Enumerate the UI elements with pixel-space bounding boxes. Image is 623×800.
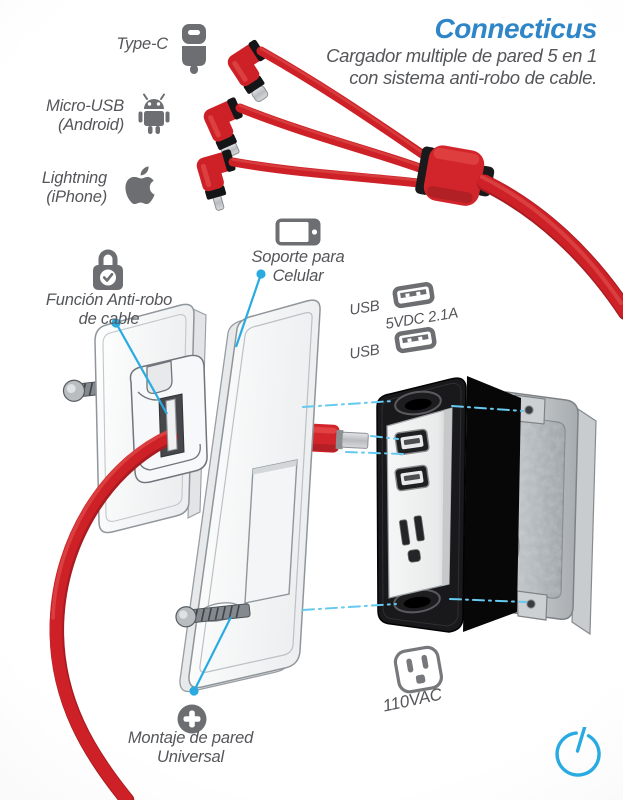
plus-circle-icon — [176, 703, 208, 735]
tagline-line2: con sistema anti-robo de cable. — [349, 67, 597, 88]
usb-port-b — [394, 464, 430, 492]
box-screw-hole-bottom — [526, 599, 536, 609]
outlet-module — [376, 376, 521, 633]
usb-a-port-icon — [391, 280, 436, 309]
leader-dot — [189, 686, 199, 696]
anti-theft-label: Función Anti-robo de cable — [45, 291, 173, 328]
alignment-lines — [302, 400, 527, 611]
plate-cutout — [244, 459, 298, 604]
leader-dot — [256, 269, 266, 279]
mounting-slot-top — [394, 390, 442, 416]
three-in-one-cable — [196, 39, 623, 320]
padlock-check-icon — [90, 248, 126, 292]
locked-cable — [49, 429, 179, 800]
type-c-plug — [227, 39, 269, 102]
cable-strand — [235, 103, 433, 176]
cable-strand — [228, 157, 432, 189]
micro-usb-label: Micro-USB (Android) — [46, 97, 124, 134]
lightning-label: Lightning (iPhone) — [41, 169, 107, 206]
brand-name: Connecticus — [434, 13, 597, 44]
wall-mount-label: Montaje de pared Universal — [127, 729, 254, 766]
cable-strand — [256, 46, 433, 163]
leader-dot — [111, 318, 121, 328]
wall-plate — [179, 299, 321, 693]
title-block: Connecticus Cargador multiple de pared 5… — [326, 13, 597, 89]
type-c-label: Type-C — [116, 35, 168, 53]
mounting-screw-bottom — [175, 603, 251, 628]
ac-receptacle — [399, 515, 425, 563]
usb-port-a — [394, 428, 430, 456]
smartphone-icon — [275, 218, 321, 246]
android-robot-icon — [136, 93, 172, 135]
anti-theft-plate — [94, 303, 208, 534]
tagline-line1: Cargador multiple de pared 5 en 1 — [326, 45, 597, 66]
lightning-plug — [196, 149, 236, 211]
usb-c-connector-icon — [179, 24, 209, 74]
callout-leaders — [111, 269, 266, 696]
cable-hub — [415, 145, 495, 206]
phone-stand-label: Soporte para Celular — [251, 248, 345, 285]
power-outlet-icon — [390, 641, 448, 699]
apple-logo-icon — [120, 164, 158, 204]
power-symbol-icon — [553, 727, 603, 777]
lock-post — [165, 398, 178, 452]
main-cable — [476, 174, 623, 320]
box-screw-hole-top — [524, 405, 534, 415]
usb-a-port-icon — [393, 325, 438, 354]
